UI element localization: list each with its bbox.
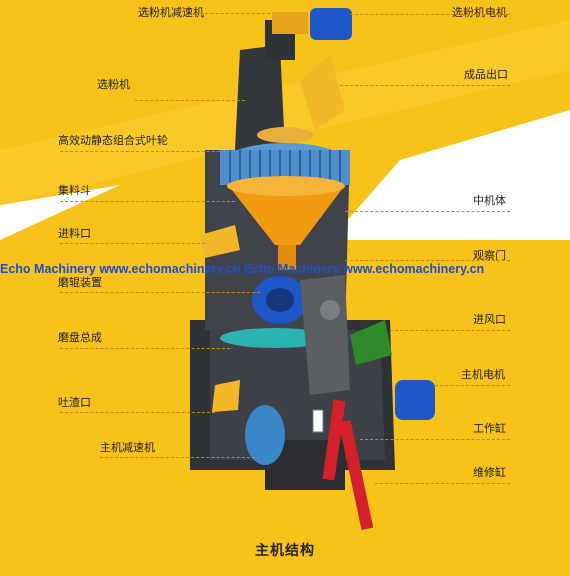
collecting-hopper [228, 185, 345, 245]
label-classifier-motor: 选粉机电机 [452, 6, 507, 19]
impeller-top-disk [257, 127, 313, 143]
leader-roller-assembly [60, 292, 260, 293]
classifier-column [235, 45, 285, 150]
label-impeller: 高效动静态组合式叶轮 [58, 134, 168, 147]
label-middle-body: 中机体 [473, 194, 506, 207]
roller-hub [266, 288, 294, 312]
maintenance-cylinder [338, 419, 374, 531]
label-main-motor: 主机电机 [461, 368, 505, 381]
hopper-neck [278, 245, 296, 270]
leader-working-cylinder [360, 439, 510, 440]
label-grinding-table: 磨盘总成 [58, 331, 102, 344]
air-inlet [350, 320, 392, 365]
label-classifier-reducer: 选粉机减速机 [138, 6, 204, 19]
leader-collecting-hopper [60, 201, 235, 202]
label-slag-outlet: 吐渣口 [58, 396, 91, 409]
working-cylinder [322, 399, 346, 481]
white-band-left [0, 185, 120, 240]
main-motor [395, 380, 435, 420]
leader-middle-body [345, 211, 510, 212]
leader-grinding-table [60, 348, 230, 349]
grinding-table [220, 328, 330, 348]
watermark-text: Echo Machinery www.echomachinery.cn Echo… [0, 262, 485, 276]
leader-maintenance-cylinder [375, 483, 510, 484]
label-working-cylinder: 工作缸 [473, 422, 506, 435]
label-classifier: 选粉机 [97, 78, 130, 91]
label-main-reducer: 主机减速机 [100, 441, 155, 454]
slag-outlet [212, 380, 240, 412]
label-roller-assembly: 磨辊装置 [58, 276, 102, 289]
label-product-outlet: 成品出口 [464, 68, 508, 81]
label-air-inlet: 进风口 [473, 313, 506, 326]
diagram-caption: 主机结构 [255, 543, 315, 559]
bg-light-band [0, 20, 570, 205]
leader-classifier-reducer [200, 13, 270, 14]
label-feed-inlet: 进料口 [58, 227, 91, 240]
accumulator [312, 409, 324, 433]
white-band-right [330, 110, 570, 240]
label-maintenance-cylinder: 维修缸 [473, 466, 506, 479]
label-collecting-hopper: 集料斗 [58, 184, 91, 197]
arm-pivot [320, 300, 340, 320]
leader-air-inlet [390, 330, 510, 331]
product-outlet [300, 55, 345, 130]
leader-inspection-door [345, 260, 510, 261]
leader-product-outlet [340, 85, 510, 86]
hopper-rim [227, 176, 345, 196]
classifier-motor [310, 8, 352, 40]
feed-inlet [200, 225, 240, 258]
leader-main-reducer [100, 457, 260, 458]
leader-classifier [135, 100, 245, 101]
label-inspection-door: 观察门 [473, 249, 506, 262]
leader-slag-outlet [60, 412, 215, 413]
leader-main-motor [435, 385, 510, 386]
classifier-reducer [272, 12, 308, 34]
leader-classifier-motor [350, 14, 510, 15]
leader-feed-inlet [60, 243, 205, 244]
main-reducer-blue [245, 405, 285, 465]
leader-impeller [60, 151, 235, 152]
